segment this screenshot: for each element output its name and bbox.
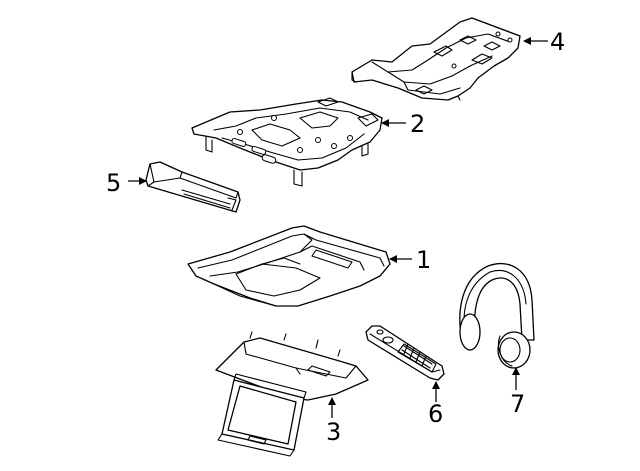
part-5-trim-cover[interactable] <box>145 161 241 213</box>
part-3-video-screen[interactable] <box>215 331 369 457</box>
part-4-bracket[interactable] <box>351 17 521 101</box>
callout-3[interactable]: 3 <box>326 418 341 446</box>
callout-4[interactable]: 4 <box>550 28 565 56</box>
part-6-remote-control[interactable] <box>365 325 445 381</box>
callout-2[interactable]: 2 <box>410 110 425 138</box>
callout-6[interactable]: 6 <box>428 400 443 428</box>
callout-leaders <box>128 37 548 418</box>
part-1-console-housing[interactable] <box>187 225 391 307</box>
part-2-mounting-plate[interactable] <box>191 97 383 187</box>
callout-7[interactable]: 7 <box>510 390 525 418</box>
callout-labels: 4 2 5 1 3 6 7 <box>106 28 565 446</box>
callout-5[interactable]: 5 <box>106 169 121 197</box>
callout-1[interactable]: 1 <box>416 246 431 274</box>
part-7-headphones[interactable] <box>459 262 535 369</box>
